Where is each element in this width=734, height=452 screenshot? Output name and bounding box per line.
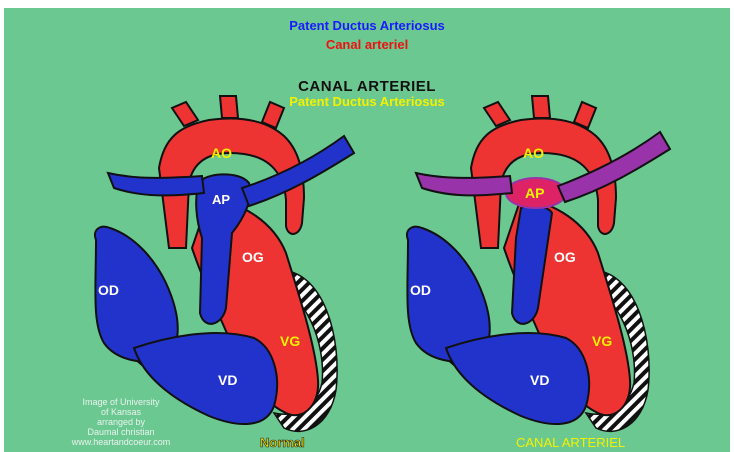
credit-line-3: arranged by (66, 417, 176, 427)
heart-pda: AO AP OG OD VG VD (407, 96, 670, 431)
diagram-panel: Patent Ductus Arteriosus Canal arteriel … (4, 8, 730, 452)
label-od-left: OD (98, 282, 119, 298)
label-vg-right: VG (592, 333, 612, 349)
label-vg-left: VG (280, 333, 300, 349)
credit-line-1: Image of University (66, 397, 176, 407)
label-og-left: OG (242, 249, 264, 265)
right-ventricle-right (446, 333, 589, 424)
credit-line-2: of Kansas (66, 407, 176, 417)
label-od-right: OD (410, 282, 431, 298)
label-ap-left: AP (212, 192, 230, 207)
label-vd-left: VD (218, 372, 237, 388)
label-ao-right: AO (523, 145, 544, 161)
caption-canal-arteriel: CANAL ARTERIEL (516, 435, 625, 450)
heart-diagrams: AO AP OG OD VG VD AO AP OG OD VG V (4, 8, 730, 452)
heart-normal: AO AP OG OD VG VD (95, 96, 354, 431)
label-og-right: OG (554, 249, 576, 265)
credit-line-5: www.heartandcoeur.com (66, 437, 176, 447)
label-vd-right: VD (530, 372, 549, 388)
credit-line-4: Daumal christian (66, 427, 176, 437)
label-ap-right: AP (525, 185, 544, 201)
label-ao-left: AO (211, 145, 232, 161)
caption-normal: Normal (260, 435, 305, 450)
image-credit: Image of University of Kansas arranged b… (66, 397, 176, 447)
